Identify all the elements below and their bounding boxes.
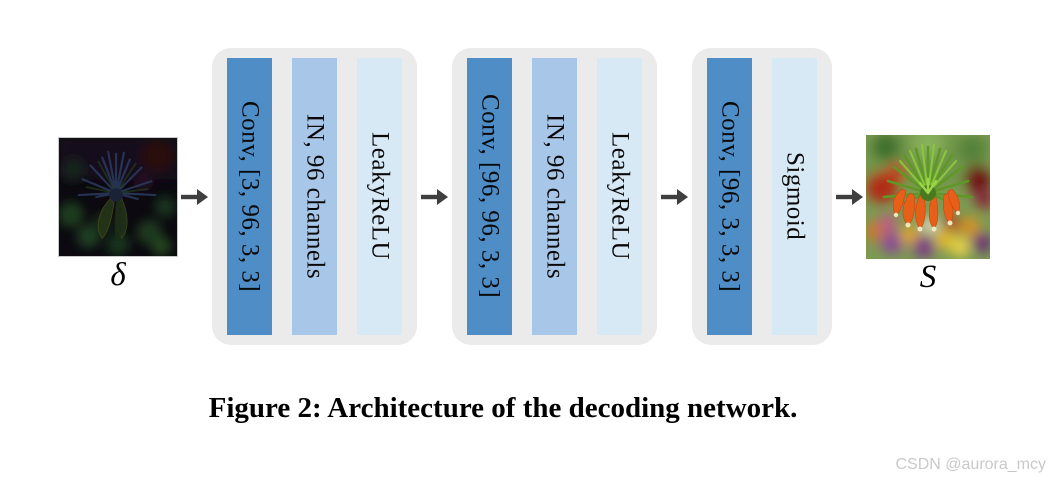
layer-bar-conv: Conv, [3, 96, 3, 3] — [227, 58, 272, 335]
layer-label: Sigmoid — [781, 152, 809, 241]
output-figure: S — [866, 134, 990, 293]
conv-block-3: Conv, [96, 3, 3, 3] Sigmoid — [692, 48, 832, 345]
layer-label: Conv, [96, 96, 3, 3] — [476, 94, 504, 299]
output-label-s: S — [919, 258, 937, 295]
arrow-icon — [181, 188, 208, 205]
arrow-icon — [836, 188, 863, 205]
architecture-diagram: δ Conv, [3, 96, 3, 3] IN, 96 channels Le… — [0, 48, 990, 345]
layer-bar-instance-norm: IN, 96 channels — [532, 58, 577, 335]
arrow-icon — [421, 188, 448, 205]
input-image-delta — [58, 136, 178, 257]
layer-label: Conv, [96, 3, 3, 3] — [716, 100, 744, 293]
layer-label: Conv, [3, 96, 3, 3] — [236, 100, 264, 293]
watermark: CSDN @aurora_mcy — [895, 456, 1047, 473]
layer-label: IN, 96 channels — [541, 113, 569, 280]
layer-bar-leakyrelu: LeakyReLU — [357, 58, 402, 335]
arrow-icon — [661, 188, 688, 205]
conv-block-1: Conv, [3, 96, 3, 3] IN, 96 channels Leak… — [212, 48, 417, 345]
figure-caption: Figure 2: Architecture of the decoding n… — [208, 392, 798, 424]
output-image-s — [866, 134, 990, 259]
input-label-delta: δ — [110, 256, 126, 293]
layer-bar-leakyrelu: LeakyReLU — [597, 58, 642, 335]
layer-bar-conv: Conv, [96, 96, 3, 3] — [467, 58, 512, 335]
layer-bar-instance-norm: IN, 96 channels — [292, 58, 337, 335]
conv-block-2: Conv, [96, 96, 3, 3] IN, 96 channels Lea… — [452, 48, 657, 345]
layer-bar-sigmoid: Sigmoid — [772, 58, 817, 335]
layer-label: IN, 96 channels — [301, 113, 329, 280]
layer-bar-conv: Conv, [96, 3, 3, 3] — [707, 58, 752, 335]
layer-label: LeakyReLU — [366, 132, 394, 261]
input-figure: δ — [58, 136, 178, 291]
layer-label: LeakyReLU — [606, 132, 634, 261]
